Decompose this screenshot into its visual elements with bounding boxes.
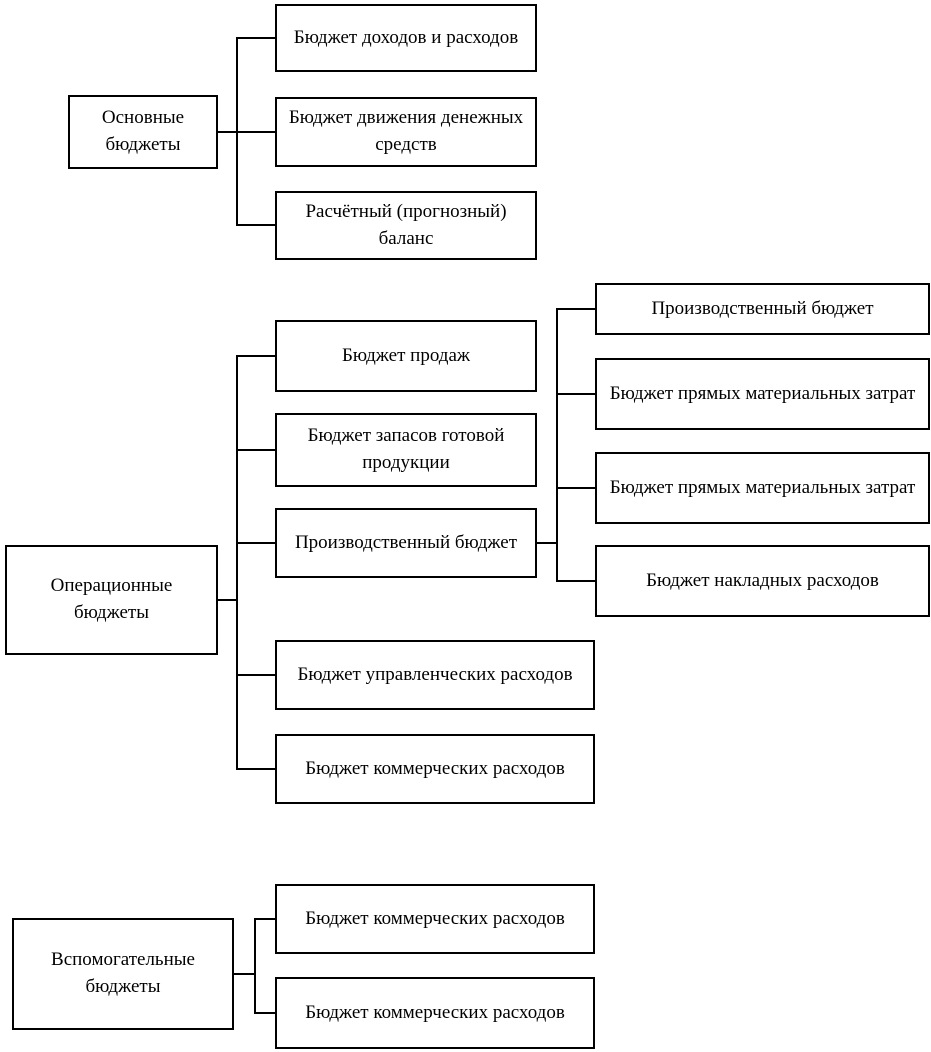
connector-line	[218, 599, 237, 601]
connector-line	[537, 542, 557, 544]
operational-budgets-parent-box: Операционные бюджеты	[5, 545, 218, 655]
connector-line	[557, 308, 595, 310]
commercial-expenses-budget-box: Бюджет коммерческих расходов	[275, 734, 595, 804]
connector-line	[254, 918, 256, 1014]
administrative-expenses-budget-box: Бюджет управленческих расходов	[275, 640, 595, 710]
auxiliary-commercial-expenses-budget-box-2: Бюджет коммерческих расходов	[275, 977, 595, 1049]
connector-line	[237, 37, 275, 39]
sales-budget-box: Бюджет продаж	[275, 320, 537, 392]
connector-line	[237, 355, 275, 357]
overhead-costs-budget-box: Бюджет накладных расходов	[595, 545, 930, 617]
connector-line	[237, 449, 275, 451]
auxiliary-commercial-expenses-budget-box-1: Бюджет коммерческих расходов	[275, 884, 595, 954]
cash-flow-budget-box: Бюджет движения денежных средств	[275, 97, 537, 167]
connector-line	[556, 308, 558, 582]
connector-line	[255, 1012, 275, 1014]
connector-line	[236, 355, 238, 770]
connector-line	[557, 487, 595, 489]
connector-line	[237, 542, 275, 544]
connector-line	[237, 674, 275, 676]
income-expense-budget-box: Бюджет доходов и расходов	[275, 4, 537, 72]
production-budget-sub-box: Производственный бюджет	[595, 283, 930, 335]
auxiliary-budgets-parent-box: Вспомогательные бюджеты	[12, 918, 234, 1030]
connector-line	[234, 973, 255, 975]
forecast-balance-box: Расчётный (прогнозный) баланс	[275, 191, 537, 260]
connector-line	[218, 131, 275, 133]
production-budget-box: Производственный бюджет	[275, 508, 537, 578]
connector-line	[237, 768, 275, 770]
direct-material-costs-budget-box-2: Бюджет прямых материальных затрат	[595, 452, 930, 524]
connector-line	[557, 580, 595, 582]
finished-goods-inventory-budget-box: Бюджет запасов готовой продукции	[275, 413, 537, 487]
connector-line	[255, 918, 275, 920]
main-budgets-parent-box: Основные бюджеты	[68, 95, 218, 169]
connector-line	[557, 393, 595, 395]
connector-line	[237, 224, 275, 226]
direct-material-costs-budget-box: Бюджет прямых материальных затрат	[595, 358, 930, 430]
